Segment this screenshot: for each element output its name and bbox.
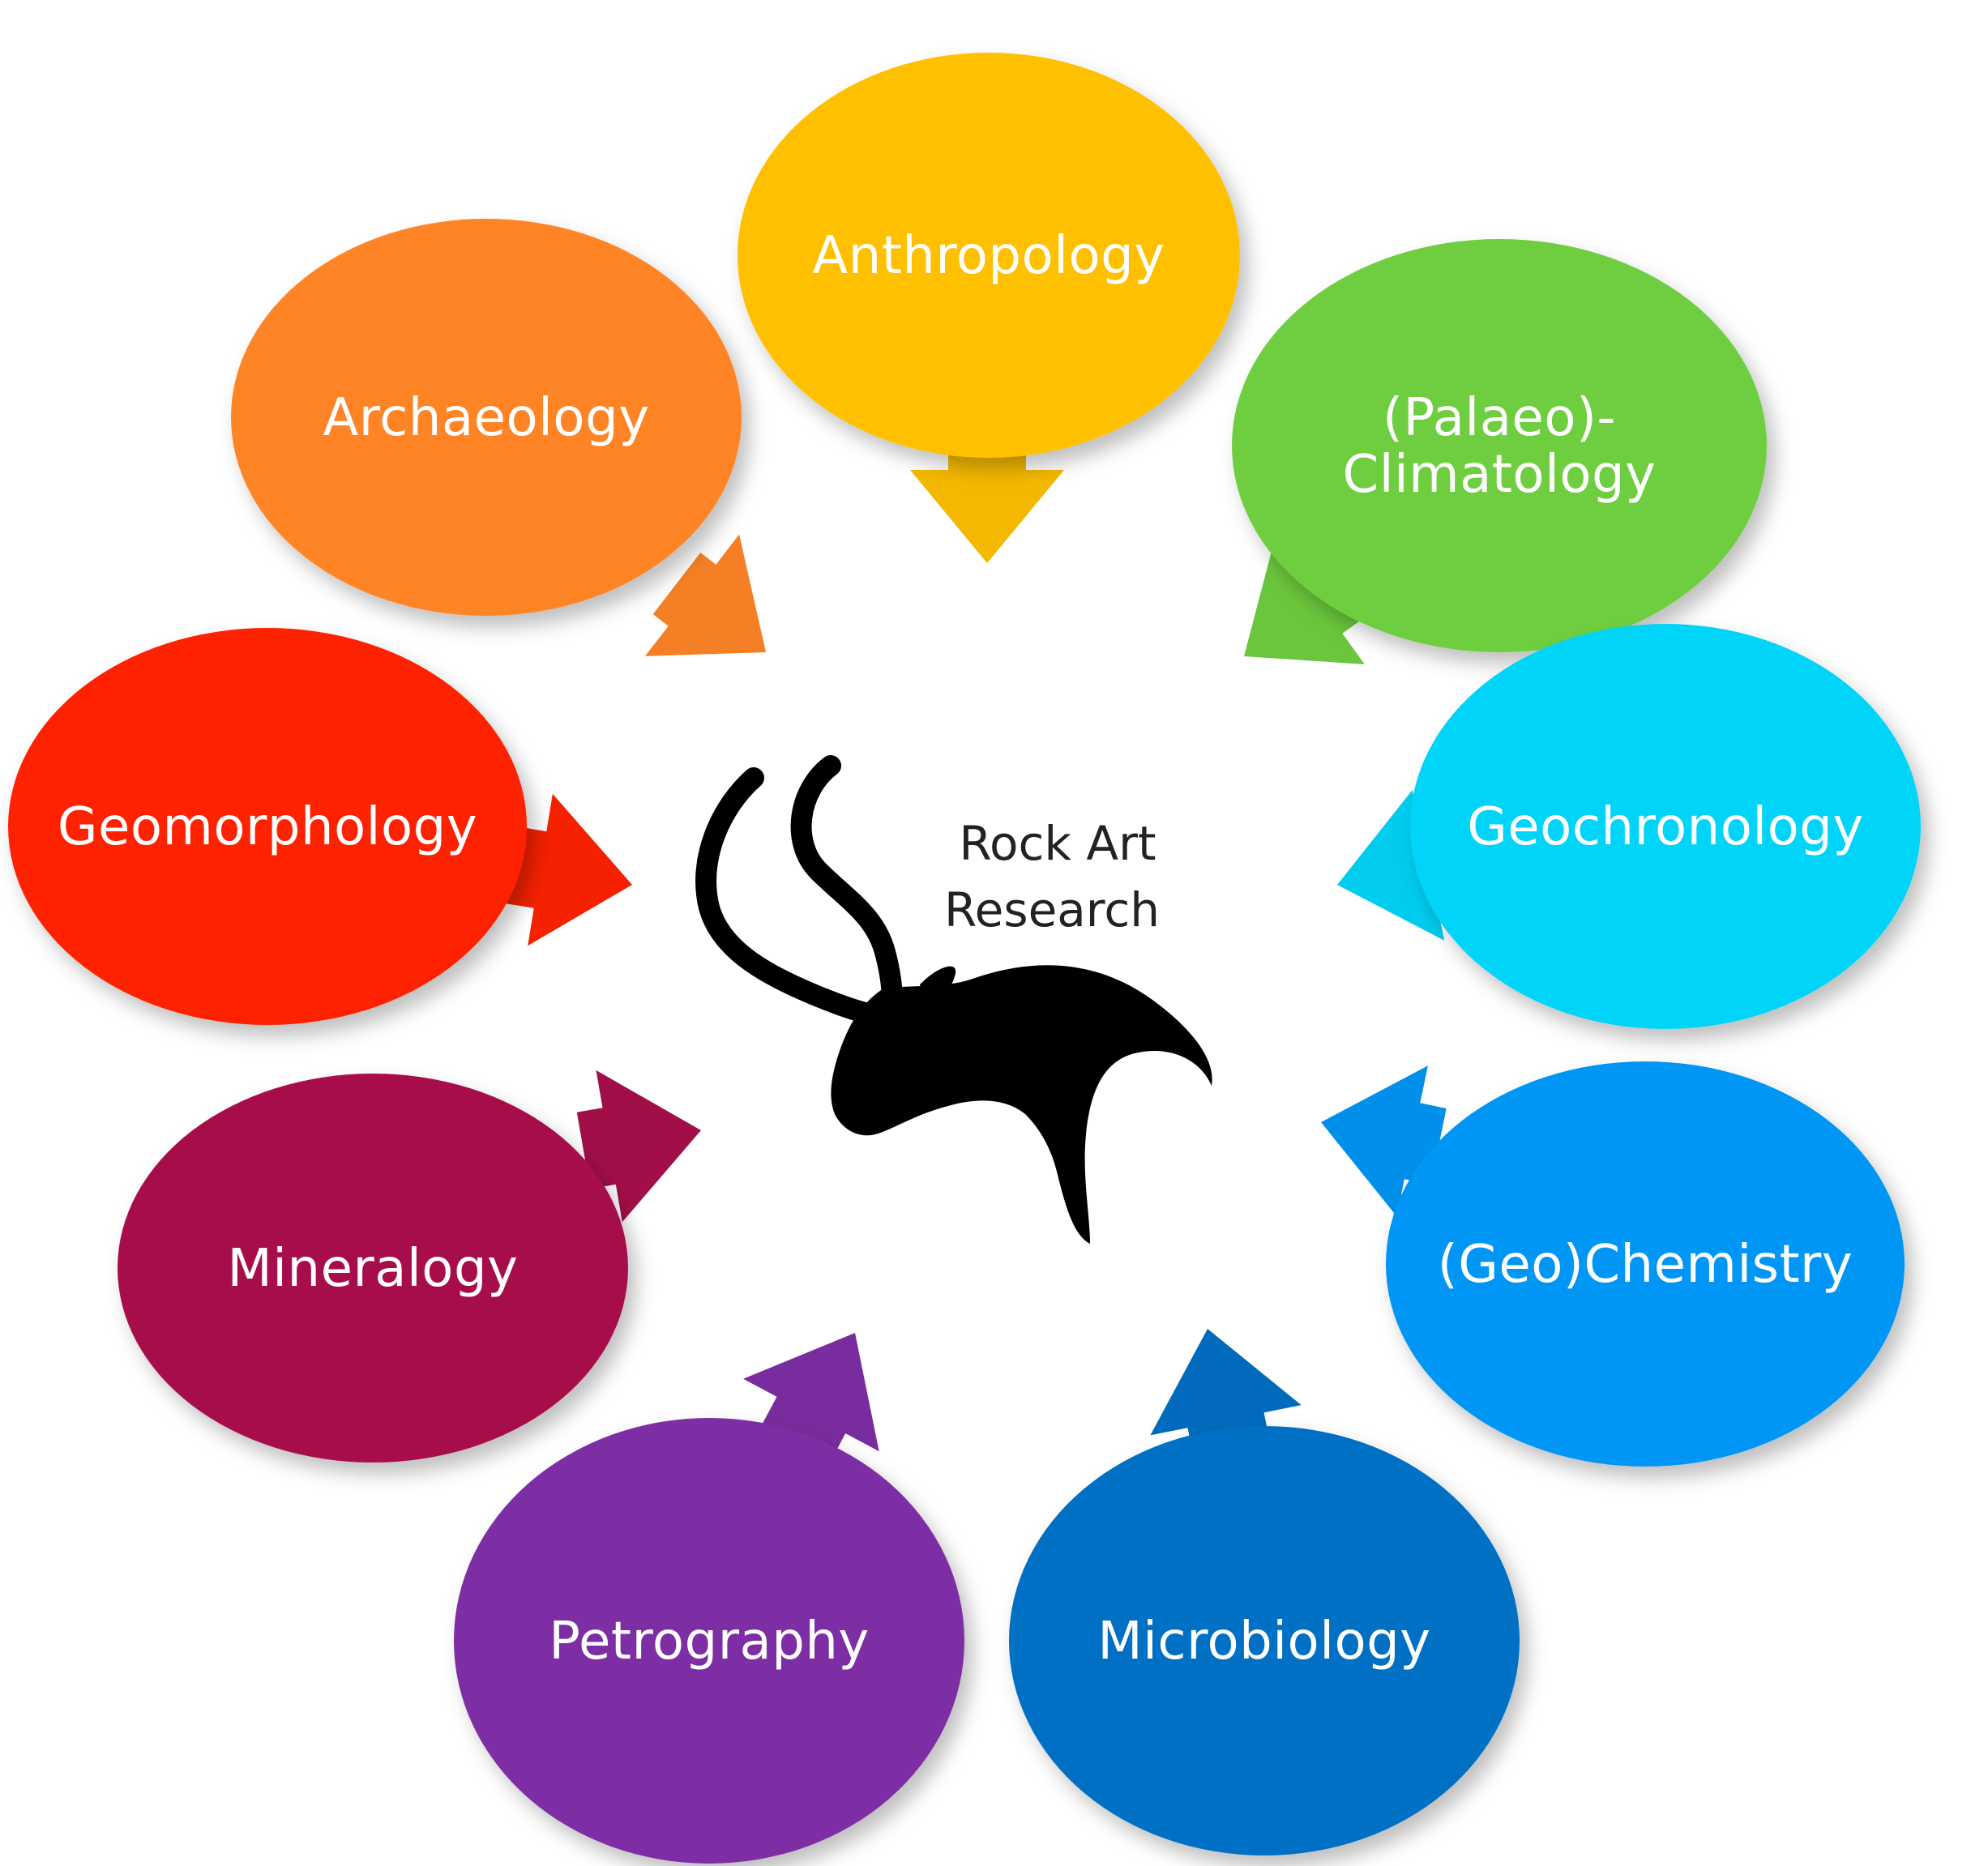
antelope-head-silhouette-icon (695, 755, 1212, 1244)
node-bubble-anthropology (737, 53, 1240, 458)
node-label-anthropology: Anthropology (812, 226, 1165, 286)
node-label-geochronology: Geochronology (1467, 797, 1864, 857)
node-geochronology: Geochronology (1410, 624, 1921, 1029)
center-node: Rock Art Research (695, 755, 1212, 1244)
node-label-mineralogy: Mineralogy (228, 1239, 519, 1299)
node-bubble-archaeology (231, 219, 742, 616)
node-label-microbiology: Microbiology (1097, 1612, 1430, 1672)
node-bubble-mineralogy (118, 1074, 628, 1462)
node-archaeology: Archaeology (231, 219, 742, 616)
arrow-mineralogy (576, 1070, 701, 1223)
node-palaeo-climatology: (Palaeo)-Climatology (1232, 239, 1767, 652)
arrow-microbiology (1150, 1329, 1302, 1458)
node-label-archaeology: Archaeology (323, 388, 649, 448)
center-title-line-1: Rock Art (959, 816, 1156, 871)
node-bubble-microbiology (1009, 1426, 1520, 1855)
node-anthropology: Anthropology (737, 53, 1240, 458)
arrow-geomorphology (492, 793, 632, 946)
arrow-archaeology (644, 534, 766, 656)
node-geomorphology: Geomorphology (8, 628, 527, 1025)
arrow-anthropology (910, 421, 1064, 563)
node-label-palaeo-climatology-line-2: Climatology (1343, 445, 1657, 505)
node-bubble-petrography (454, 1418, 964, 1864)
node-petrography: Petrography (454, 1418, 964, 1864)
node-bubble-palaeo-climatology (1232, 239, 1767, 652)
node-label-geochemistry: (Geo)Chemistry (1438, 1235, 1853, 1295)
bubbles-layer: Anthropology (Palaeo)-ClimatologyGeochron… (8, 53, 1921, 1864)
node-bubble-geomorphology (8, 628, 527, 1025)
center-title-line-2: Research (944, 882, 1160, 937)
node-label-petrography: Petrography (549, 1612, 870, 1672)
arrow-palaeo-climatology (1244, 539, 1368, 664)
node-bubble-geochemistry (1386, 1061, 1905, 1467)
node-label-palaeo-climatology-line-1: (Palaeo)- (1383, 388, 1616, 448)
node-label-geomorphology: Geomorphology (58, 797, 477, 857)
node-mineralogy: Mineralogy (118, 1074, 628, 1462)
node-geochemistry: (Geo)Chemistry (1386, 1061, 1905, 1467)
node-bubble-geochronology (1410, 624, 1921, 1029)
node-microbiology: Microbiology (1009, 1426, 1520, 1855)
